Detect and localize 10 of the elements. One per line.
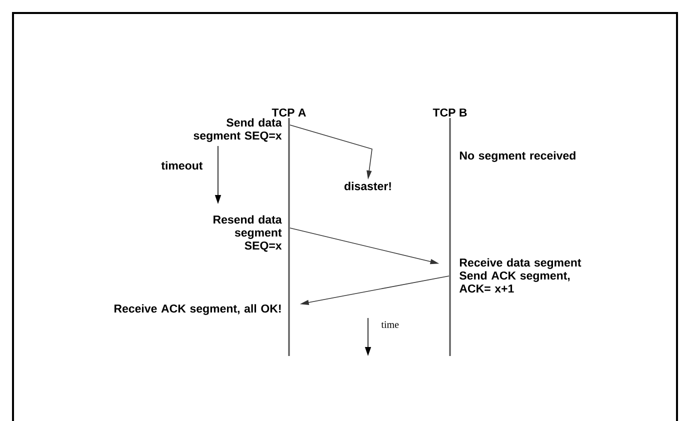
annotation: Receive ACK segment, all OK! (114, 304, 281, 315)
annotation: time (381, 321, 399, 328)
annotation: Resend data segment SEQ=x (214, 215, 282, 252)
annotation: timeout (161, 161, 203, 170)
node-label: TCP B (432, 108, 467, 117)
annotation: No segment received (460, 151, 576, 162)
annotation: Receive data segment Send ACK segment, ACK= x+1 (460, 258, 582, 293)
event-text: disaster! (344, 182, 391, 190)
node-label: TCP A (272, 108, 306, 117)
annotation: Send data segment SEQ=x (194, 118, 282, 142)
